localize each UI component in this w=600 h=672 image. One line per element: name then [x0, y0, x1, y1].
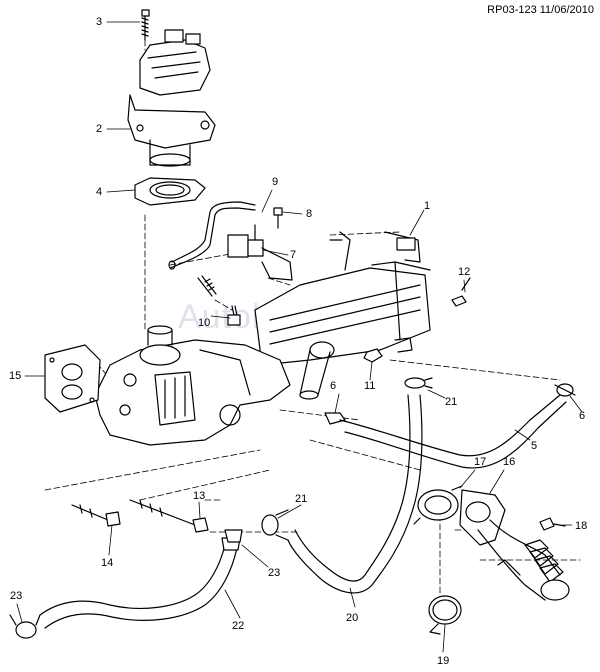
callout-2: 2 [96, 123, 103, 135]
callout-14: 14 [101, 557, 114, 569]
callout-9: 9 [272, 176, 279, 188]
callout-21-lower: 21 [295, 493, 308, 505]
alignment-lines [44, 39, 581, 601]
label-leaders [16, 21, 583, 653]
callout-19: 19 [437, 655, 450, 667]
nut-11 [363, 348, 383, 363]
callout-4: 4 [96, 186, 103, 198]
coolant-hose-20 [287, 394, 423, 594]
coolant-hose-5 [339, 394, 567, 469]
callout-7: 7 [290, 249, 297, 261]
clamp-21-lower [261, 509, 289, 541]
clip-6-left [324, 412, 346, 425]
vacuum-pipe-9 [168, 201, 256, 270]
callout-11: 11 [364, 380, 376, 392]
hose-22 [39, 537, 241, 629]
callout-10: 10 [198, 317, 211, 329]
callout-17: 17 [474, 456, 487, 468]
callout-8: 8 [306, 208, 313, 220]
callout-16: 16 [503, 456, 516, 468]
drawing-id-stamp: RP03-123 11/06/2010 [487, 4, 594, 16]
clamp-23-upper [224, 529, 243, 543]
callout-6-left: 6 [330, 380, 337, 392]
egr-cooler-1 [254, 231, 431, 400]
callout-22: 22 [232, 620, 245, 632]
solenoid-7 [227, 224, 293, 281]
clip-6-right [554, 383, 576, 397]
callout-6-right: 6 [579, 410, 586, 422]
bolt-12 [451, 277, 471, 307]
callout-23-upper: 23 [268, 567, 281, 579]
callout-3: 3 [96, 16, 103, 28]
callout-20: 20 [346, 612, 359, 624]
callout-5: 5 [531, 440, 538, 452]
bolt-8 [273, 207, 283, 229]
egr-valve-2 [127, 29, 216, 167]
callout-21-upper: 21 [445, 396, 458, 408]
clamp-19 [428, 595, 462, 635]
callout-23-lower: 23 [10, 590, 23, 602]
callout-1: 1 [424, 200, 431, 212]
bolt-14 [71, 504, 121, 527]
studs-10 [197, 275, 241, 326]
gasket-17 [413, 485, 463, 525]
callout-12: 12 [458, 266, 471, 278]
flange-gasket-15 [44, 344, 101, 413]
bolt-13 [129, 499, 209, 533]
intake-manifold [94, 325, 291, 446]
clamp-21-upper [404, 377, 433, 389]
callout-18: 18 [575, 520, 588, 532]
bolt-3 [141, 9, 150, 41]
callout-13: 13 [193, 490, 206, 502]
clamp-23-lower [9, 614, 41, 639]
gasket-4 [134, 177, 206, 206]
callout-15: 15 [9, 370, 22, 382]
bolt-18 [539, 517, 566, 531]
exhaust-pipe-16 [459, 489, 570, 601]
